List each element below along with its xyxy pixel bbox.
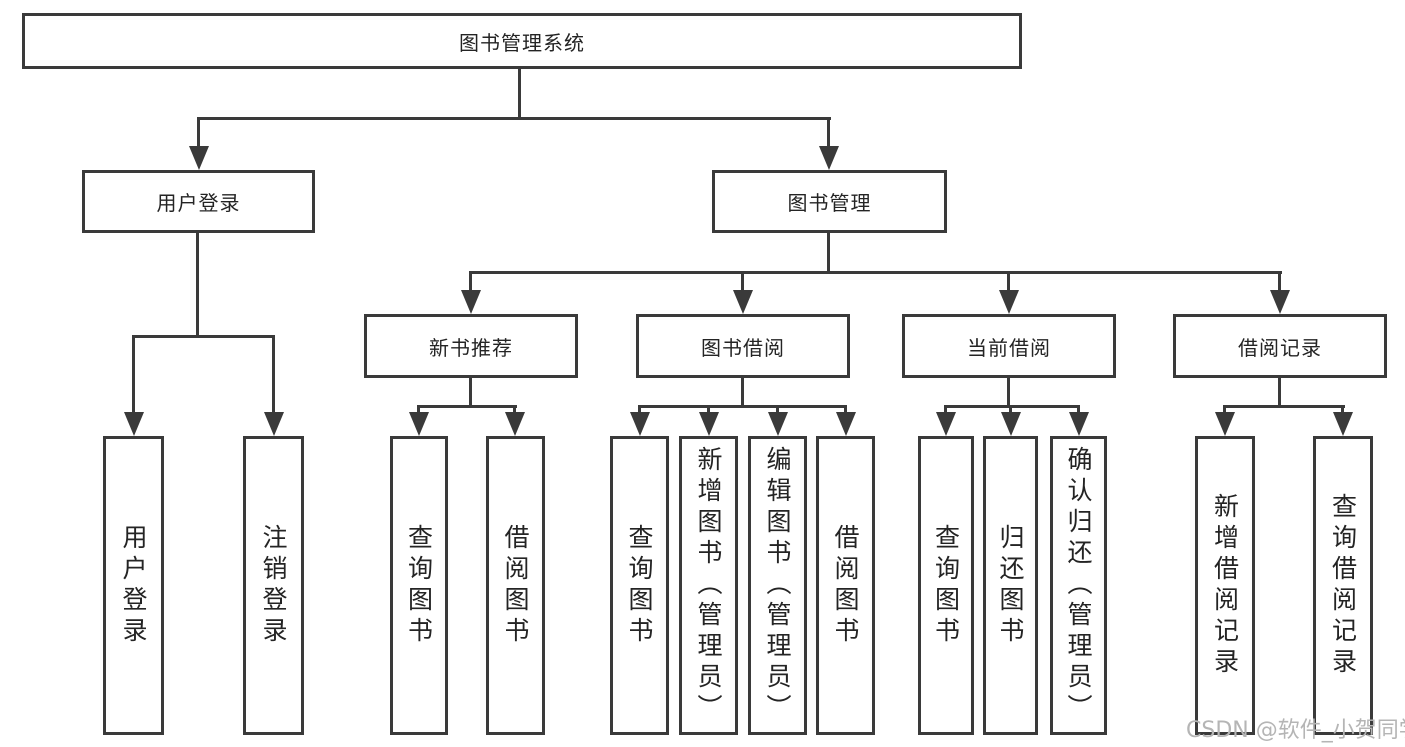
leaf-borrow-books-recommend-label: 借阅图书 <box>501 523 530 648</box>
leaf-edit-books-admin: 编辑图书（管理员） <box>748 436 807 735</box>
arrow-to-borrowing-records <box>1270 290 1290 314</box>
leaf-query-books-current: 查询图书 <box>918 436 974 735</box>
connector-drop-edit-books <box>776 405 779 417</box>
leaf-add-books-admin-label: 新增图书（管理员） <box>694 446 723 725</box>
node-root: 图书管理系统 <box>22 13 1022 69</box>
connector-drop-query-cb <box>944 405 947 417</box>
arrow-to-return-books <box>1001 412 1021 436</box>
leaf-confirm-return-admin: 确认归还（管理员） <box>1050 436 1107 735</box>
watermark: CSDN @软件_小贺同学 <box>1186 718 1405 743</box>
connector-drop-confirm-return <box>1077 405 1080 417</box>
connector-records-bus <box>1223 405 1345 408</box>
arrow-to-leaf-logout <box>264 412 284 436</box>
arrow-to-edit-books <box>768 412 788 436</box>
connector-book-mgmt-stem <box>827 232 830 274</box>
leaf-query-books-recommend: 查询图书 <box>390 436 448 735</box>
connector-drop-return-books <box>1009 405 1012 417</box>
connector-drop-user-login <box>197 117 200 149</box>
connector-drop-new-book <box>469 271 472 293</box>
leaf-user-login: 用户登录 <box>103 436 164 735</box>
arrow-to-add-record <box>1215 412 1235 436</box>
leaf-borrow-books-recommend: 借阅图书 <box>486 436 545 735</box>
leaf-borrow-books: 借阅图书 <box>816 436 875 735</box>
node-book-borrowing: 图书借阅 <box>636 314 850 378</box>
connector-current-borrow-stem <box>1007 376 1010 408</box>
connector-user-login-bus <box>132 335 275 338</box>
leaf-confirm-return-admin-label: 确认归还（管理员） <box>1064 446 1093 725</box>
leaf-query-books-current-label: 查询图书 <box>931 523 961 648</box>
connector-drop-query-rec <box>417 405 420 417</box>
node-user-login: 用户登录 <box>82 170 315 233</box>
arrow-to-user-login <box>189 146 209 170</box>
arrow-to-leaf-user-login <box>124 412 144 436</box>
arrow-to-add-books <box>699 412 719 436</box>
connector-drop-query-bb <box>638 405 641 417</box>
connector-drop-current-borrowing <box>1007 271 1010 293</box>
connector-drop-borrow-books <box>844 405 847 417</box>
arrow-to-book-borrowing <box>733 290 753 314</box>
leaf-query-borrow-record-label: 查询借阅记录 <box>1328 492 1358 679</box>
connector-current-borrow-bus <box>944 405 1080 408</box>
leaf-query-books-borrow: 查询图书 <box>610 436 669 735</box>
leaf-logout-label: 注销登录 <box>259 523 288 648</box>
connector-new-book-stem <box>469 376 472 408</box>
connector-new-book-bus <box>417 405 517 408</box>
leaf-borrow-books-label: 借阅图书 <box>831 523 860 648</box>
arrow-to-current-borrowing <box>999 290 1019 314</box>
connector-drop-book-borrowing <box>741 271 744 293</box>
connector-root-bus <box>197 117 831 120</box>
arrow-to-new-book <box>461 290 481 314</box>
leaf-add-borrow-record-label: 新增借阅记录 <box>1210 492 1240 679</box>
arrow-to-query-bb <box>630 412 650 436</box>
arrow-to-borrow-books <box>836 412 856 436</box>
connector-drop-add-record <box>1223 405 1226 417</box>
leaf-user-login-label: 用户登录 <box>119 523 148 648</box>
node-current-borrowing: 当前借阅 <box>902 314 1116 378</box>
arrow-to-query-record <box>1333 412 1353 436</box>
connector-book-mgmt-bus <box>469 271 1282 274</box>
connector-drop-leaf-user-login <box>132 335 135 415</box>
leaf-return-books-label: 归还图书 <box>996 523 1025 648</box>
leaf-logout: 注销登录 <box>243 436 304 735</box>
connector-drop-leaf-logout <box>272 335 275 415</box>
connector-user-login-stem <box>196 232 199 338</box>
leaf-add-borrow-record: 新增借阅记录 <box>1195 436 1255 735</box>
leaf-edit-books-admin-label: 编辑图书（管理员） <box>763 446 792 725</box>
arrow-to-borrow-rec <box>505 412 525 436</box>
arrow-to-query-cb <box>936 412 956 436</box>
connector-drop-query-record <box>1341 405 1344 417</box>
connector-drop-book-management <box>827 117 830 149</box>
arrow-to-query-rec <box>409 412 429 436</box>
leaf-return-books: 归还图书 <box>983 436 1038 735</box>
arrow-to-confirm-return <box>1069 412 1089 436</box>
connector-drop-borrowing-records <box>1278 271 1281 293</box>
connector-root-stem <box>518 68 521 120</box>
connector-book-borrow-stem <box>741 376 744 408</box>
leaf-query-books-recommend-label: 查询图书 <box>404 523 434 648</box>
node-new-book-recommend: 新书推荐 <box>364 314 578 378</box>
connector-drop-add-books <box>707 405 710 417</box>
node-book-management: 图书管理 <box>712 170 947 233</box>
leaf-query-books-borrow-label: 查询图书 <box>625 523 654 648</box>
connector-drop-borrow-rec <box>513 405 516 417</box>
leaf-add-books-admin: 新增图书（管理员） <box>679 436 738 735</box>
arrow-to-book-management <box>819 146 839 170</box>
connector-records-stem <box>1278 376 1281 408</box>
connector-book-borrow-bus <box>638 405 847 408</box>
leaf-query-borrow-record: 查询借阅记录 <box>1313 436 1373 735</box>
node-borrowing-records: 借阅记录 <box>1173 314 1387 378</box>
